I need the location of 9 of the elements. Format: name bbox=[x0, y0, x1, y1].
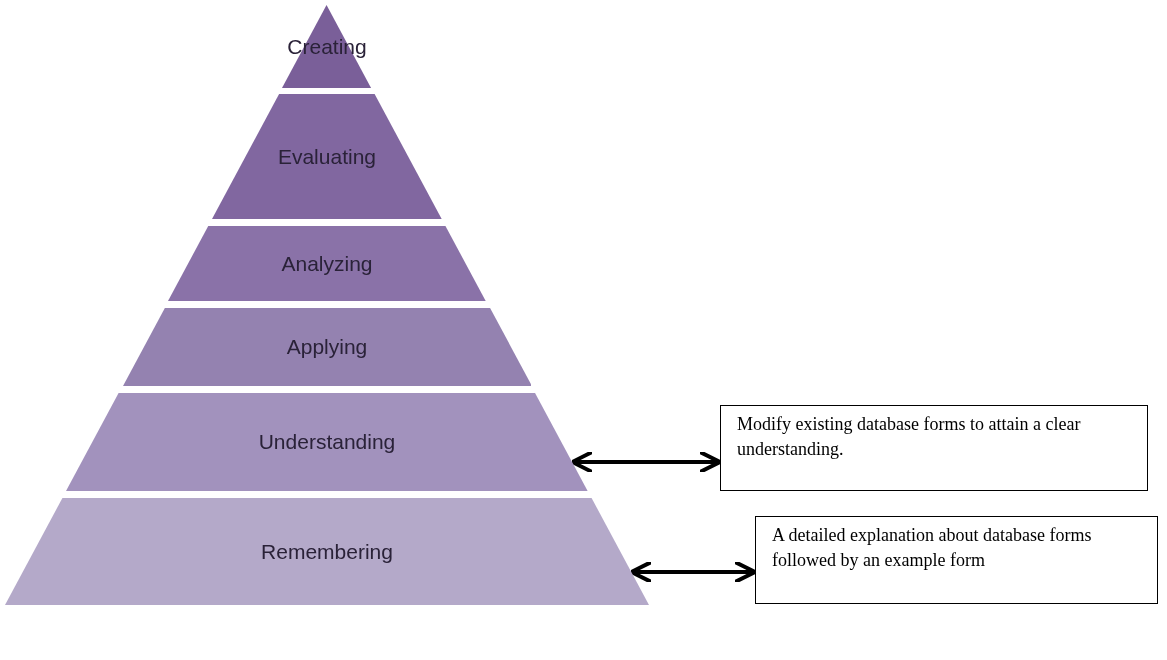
double-arrow bbox=[629, 560, 757, 584]
level-label: Understanding bbox=[257, 430, 397, 454]
level-label: Evaluating bbox=[276, 144, 377, 169]
note-box: A detailed explanation about database forms followed by an example form bbox=[755, 516, 1158, 604]
double-arrow bbox=[570, 450, 722, 474]
level-label: Applying bbox=[285, 335, 369, 359]
level-label: Remembering bbox=[260, 539, 394, 564]
note-box: Modify existing database forms to attain a clear understanding. bbox=[720, 405, 1148, 491]
level-label: Analyzing bbox=[280, 251, 374, 276]
